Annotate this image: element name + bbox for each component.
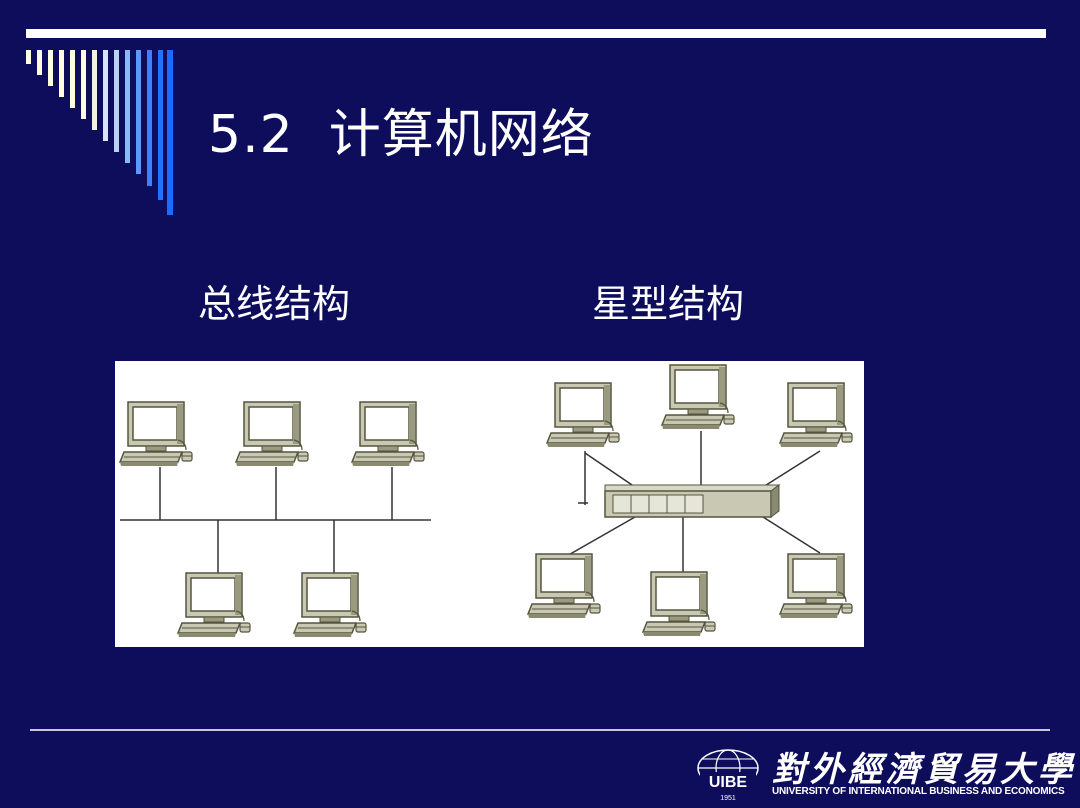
desktop-computer-icon	[779, 382, 853, 448]
network-topology-figure	[115, 361, 864, 647]
top-divider	[26, 29, 1046, 38]
desktop-computer-icon	[661, 364, 735, 430]
desktop-computer-icon	[527, 553, 601, 619]
desktop-computer-icon	[235, 401, 309, 467]
star-topology-label: 星型结构	[592, 282, 745, 326]
university-footer: UIBE 1951 對外經濟貿易大學 UNIVERSITY OF INTERNA…	[690, 740, 1072, 804]
star-topology-diagram	[527, 364, 853, 637]
slide-title: 5.2 计算机网络	[208, 105, 594, 165]
desktop-computer-icon	[293, 572, 367, 638]
desktop-computer-icon	[177, 572, 251, 638]
logo-letters: UIBE	[709, 774, 748, 791]
network-hub-icon	[604, 484, 781, 518]
desktop-computer-icon	[351, 401, 425, 467]
bus-topology-label: 总线结构	[198, 282, 351, 326]
bottom-divider	[30, 729, 1050, 731]
university-name-cn: 對外經濟貿易大學	[772, 750, 1076, 790]
desktop-computer-icon	[546, 382, 620, 448]
bus-topology-diagram	[119, 401, 431, 638]
desktop-computer-icon	[642, 571, 716, 637]
desktop-computer-icon	[119, 401, 193, 467]
university-name-en: UNIVERSITY OF INTERNATIONAL BUSINESS AND…	[772, 786, 1065, 797]
university-logo-icon: UIBE 1951	[697, 749, 759, 802]
logo-year: 1951	[720, 795, 736, 802]
desktop-computer-icon	[779, 553, 853, 619]
